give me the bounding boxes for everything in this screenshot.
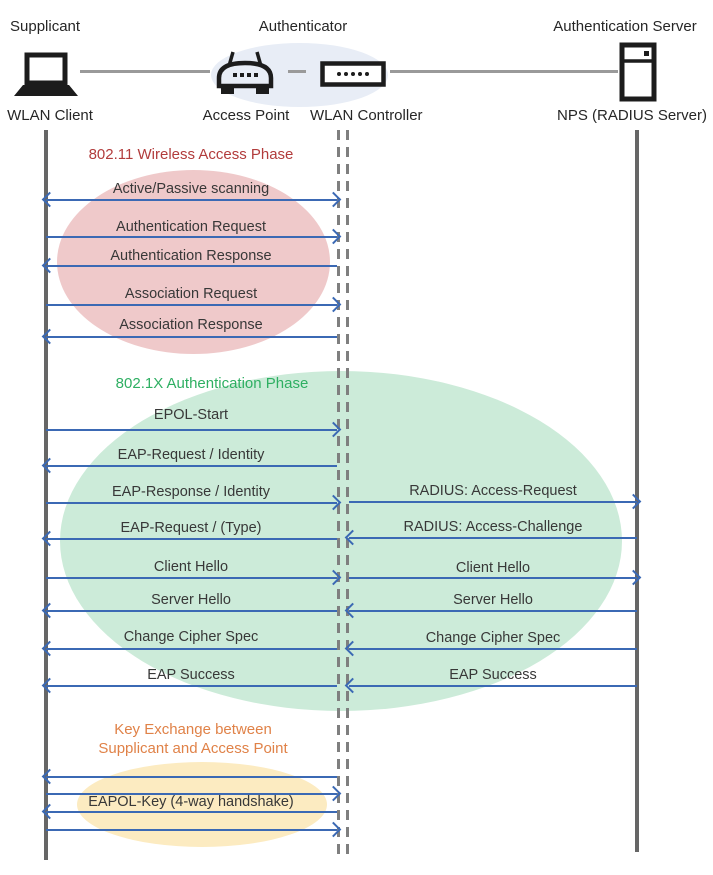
arrow-eapol-key-3 bbox=[46, 811, 337, 813]
arrow-eap-success-right bbox=[349, 685, 637, 687]
arrow-eapol-key-1 bbox=[46, 776, 337, 778]
arrow-eap-response-identity bbox=[46, 502, 337, 504]
arrow-client-hello-left bbox=[46, 577, 337, 579]
device-label-wlan-client: WLAN Client bbox=[7, 107, 93, 124]
arrow-eapol-key-4 bbox=[46, 829, 337, 831]
lifeline-wlan-controller bbox=[346, 130, 349, 856]
device-label-wlan-controller: WLAN Controller bbox=[310, 107, 423, 124]
arrow-radius-access-challenge bbox=[349, 537, 637, 539]
lifeline-radius-server bbox=[635, 130, 639, 852]
message-label: Client Hello bbox=[455, 560, 531, 576]
server-icon bbox=[619, 42, 657, 102]
connector-ap-to-controller bbox=[288, 70, 306, 73]
arrow-change-cipher-spec-left bbox=[46, 648, 337, 650]
arrow-client-hello-right bbox=[349, 577, 637, 579]
wlan-controller-icon bbox=[320, 61, 386, 87]
access-point-icon bbox=[216, 51, 274, 94]
phase3-title-line2: Supplicant and Access Point bbox=[98, 740, 288, 757]
arrow-server-hello-left bbox=[46, 610, 337, 612]
lifeline-wlan-client bbox=[44, 130, 48, 860]
connector-controller-to-server bbox=[390, 70, 618, 73]
message-label: Association Request bbox=[124, 286, 258, 302]
connector-client-to-ap bbox=[80, 70, 210, 73]
phase2-title: 802.1X Authentication Phase bbox=[115, 375, 309, 392]
message-label: EAP Success bbox=[147, 667, 235, 683]
message-label: Server Hello bbox=[151, 592, 231, 608]
message-label: Server Hello bbox=[453, 592, 533, 608]
message-label: EAP-Request / Identity bbox=[117, 447, 265, 463]
message-label: Active/Passive scanning bbox=[112, 181, 270, 197]
message-label: Change Cipher Spec bbox=[123, 629, 259, 645]
message-label: EAP-Request / (Type) bbox=[120, 520, 262, 536]
arrow-server-hello-right bbox=[349, 610, 637, 612]
message-label: Client Hello bbox=[153, 559, 229, 575]
message-label: EAP Success bbox=[449, 667, 537, 683]
phase1-title: 802.11 Wireless Access Phase bbox=[88, 146, 294, 163]
arrow-eap-success-left bbox=[46, 685, 337, 687]
message-label: Change Cipher Spec bbox=[425, 630, 561, 646]
actor-role-authenticator: Authenticator bbox=[258, 18, 348, 35]
message-label: RADIUS: Access-Request bbox=[409, 483, 577, 499]
arrow-authentication-response bbox=[46, 265, 337, 267]
message-label: Association Response bbox=[119, 317, 263, 333]
device-label-nps-radius-server: NPS (RADIUS Server) bbox=[556, 107, 708, 124]
arrow-authentication-request bbox=[46, 236, 337, 238]
device-label-access-point: Access Point bbox=[202, 107, 290, 124]
arrow-eap-request-identity bbox=[46, 465, 337, 467]
arrow-association-response bbox=[46, 336, 337, 338]
arrow-radius-access-request bbox=[349, 501, 637, 503]
message-label: EPOL-Start bbox=[153, 407, 229, 423]
arrow-eap-request-type bbox=[46, 538, 337, 540]
phase3-title-line1: Key Exchange between bbox=[114, 721, 272, 738]
message-label: Authentication Response bbox=[110, 248, 272, 264]
laptop-icon bbox=[14, 52, 78, 96]
lifeline-access-point bbox=[337, 130, 340, 856]
arrow-eapol-key-2 bbox=[46, 793, 337, 795]
arrow-association-request bbox=[46, 304, 337, 306]
message-label: Authentication Request bbox=[116, 219, 266, 235]
message-label: EAP-Response / Identity bbox=[112, 484, 270, 500]
arrow-active-passive-scanning bbox=[46, 199, 337, 201]
phase2-ellipse bbox=[60, 371, 622, 711]
message-label: RADIUS: Access-Challenge bbox=[403, 519, 583, 535]
actor-role-authentication-server: Authentication Server bbox=[553, 18, 697, 35]
actor-role-supplicant: Supplicant bbox=[10, 18, 81, 35]
message-label: EAPOL-Key (4-way handshake) bbox=[88, 794, 294, 810]
arrow-change-cipher-spec-right bbox=[349, 648, 637, 650]
arrow-epol-start bbox=[46, 429, 337, 431]
